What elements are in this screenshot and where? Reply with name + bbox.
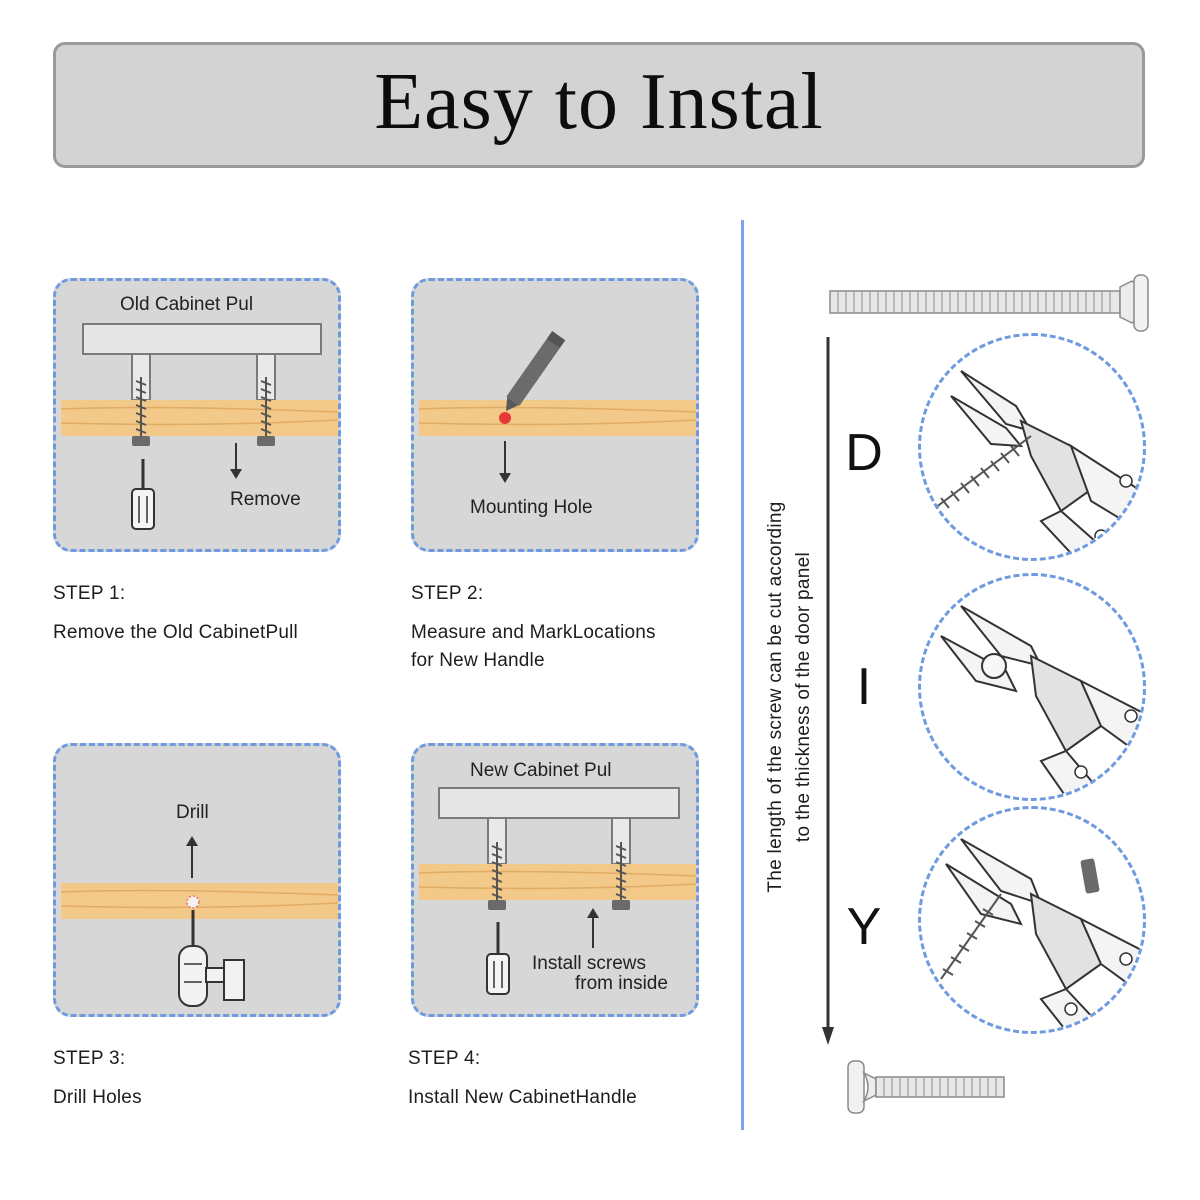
page-title: Easy to Instal bbox=[374, 57, 824, 146]
remove-old-pull-drawing bbox=[60, 323, 338, 530]
cut-screw-piece-icon bbox=[1080, 858, 1100, 894]
pliers-done-circle bbox=[918, 806, 1146, 1034]
diy-letter-d: D bbox=[845, 424, 883, 482]
wood-board bbox=[419, 400, 696, 436]
screw-right bbox=[260, 377, 272, 437]
diy-letter-y: Y bbox=[846, 898, 882, 956]
screw-length-note-line-2: to the thickness of the door panel bbox=[793, 551, 814, 843]
step-1-description: Remove the Old CabinetPull bbox=[53, 622, 298, 643]
step-4-description: Install New CabinetHandle bbox=[408, 1087, 637, 1108]
step-4-illustration: New Cabinet Pul Install screws from insi… bbox=[411, 743, 699, 1017]
install-new-pull-drawing bbox=[418, 787, 696, 995]
screw-length-note: The length of the screw can be cut accor… bbox=[762, 457, 818, 937]
step-1-illustration: Old Cabinet Pul Remove bbox=[53, 278, 341, 552]
pliers-cut-circle bbox=[918, 333, 1146, 561]
vertical-divider bbox=[741, 220, 744, 1130]
diy-cutting-diagram bbox=[822, 274, 1149, 1114]
mark-dot bbox=[499, 412, 511, 424]
drill-label: Drill bbox=[176, 802, 209, 823]
step-2-description-line-1: Measure and MarkLocations bbox=[411, 622, 656, 643]
screw-being-cut bbox=[930, 435, 1032, 512]
screw-left bbox=[135, 377, 147, 437]
mounting-hole-label: Mounting Hole bbox=[470, 497, 593, 518]
screwdriver-icon bbox=[131, 459, 155, 530]
screw-left bbox=[491, 842, 503, 901]
pencil-icon bbox=[506, 331, 566, 411]
from-inside-label: from inside bbox=[575, 973, 668, 994]
new-pull-label: New Cabinet Pul bbox=[470, 760, 612, 781]
diy-letter-i: I bbox=[856, 658, 872, 716]
step-2-label: STEP 2: bbox=[411, 583, 484, 604]
step-1-label: STEP 1: bbox=[53, 583, 126, 604]
down-arrow-icon bbox=[499, 441, 511, 483]
cut-screw-long bbox=[940, 893, 1002, 980]
short-screw-icon bbox=[847, 1060, 1005, 1114]
step-3-label: STEP 3: bbox=[53, 1048, 126, 1069]
down-arrow-icon bbox=[230, 443, 242, 479]
down-arrow-icon bbox=[822, 337, 834, 1045]
mark-hole-drawing bbox=[418, 331, 696, 483]
pliers-cut-screw-done-icon bbox=[940, 838, 1143, 1031]
old-handle-bar bbox=[82, 323, 322, 355]
pliers-cutting-screw-icon bbox=[930, 370, 1143, 558]
step-2-description: Measure and MarkLocations for New Handle bbox=[411, 619, 656, 675]
new-handle-bar bbox=[438, 787, 680, 819]
drill-hole bbox=[186, 895, 200, 909]
up-arrow-icon bbox=[186, 836, 198, 878]
wood-board bbox=[419, 864, 696, 900]
wood-board bbox=[61, 400, 338, 436]
drill-icon bbox=[178, 910, 245, 1007]
wood-board bbox=[61, 883, 338, 919]
screw-right bbox=[615, 842, 627, 901]
pliers-holding-icon bbox=[940, 605, 1143, 798]
up-arrow-icon bbox=[587, 908, 599, 948]
drill-hole-drawing bbox=[60, 836, 338, 1007]
old-pull-label: Old Cabinet Pul bbox=[120, 294, 254, 315]
step-3-illustration: Drill bbox=[53, 743, 341, 1017]
step-4-label: STEP 4: bbox=[408, 1048, 481, 1069]
remove-label: Remove bbox=[230, 489, 301, 510]
screw-length-note-line-1: The length of the screw can be cut accor… bbox=[765, 501, 786, 893]
title-banner: Easy to Instal bbox=[53, 42, 1145, 168]
step-3-description: Drill Holes bbox=[53, 1087, 142, 1108]
long-screw-icon bbox=[829, 274, 1149, 332]
pliers-hold-circle bbox=[918, 573, 1146, 801]
screwdriver-icon bbox=[486, 922, 510, 995]
step-2-description-line-2: for New Handle bbox=[411, 650, 545, 671]
install-screws-label: Install screws bbox=[532, 953, 647, 974]
step-2-illustration: Mounting Hole bbox=[411, 278, 699, 552]
